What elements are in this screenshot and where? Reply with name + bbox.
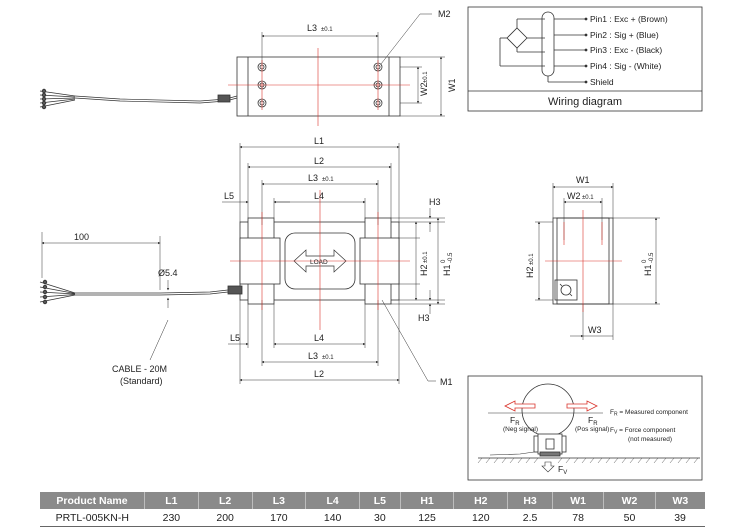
pin1-label: Pin1 : Exc + (Brown)	[590, 14, 668, 24]
front-l3-label: L3	[308, 173, 318, 183]
front-view	[39, 143, 445, 384]
fr-neg-symbol: FR	[510, 415, 520, 427]
front-l3-tol: ±0.1	[322, 177, 334, 183]
cell-w2: 50	[603, 509, 656, 527]
cell-l2: 200	[198, 509, 252, 527]
top-l3-label: L3	[307, 23, 317, 33]
front-l1-label: L1	[314, 136, 324, 146]
cell-w3: 39	[655, 509, 705, 527]
front-l5-label: L5	[224, 191, 234, 201]
front-h3-bottom-label: H3	[418, 313, 430, 323]
side-w2-label: W2	[567, 191, 581, 201]
cell-l3: 170	[252, 509, 306, 527]
cell-l4: 140	[305, 509, 360, 527]
pos-signal-label: (Pos signal)	[575, 426, 609, 433]
cable-note-2: (Standard)	[120, 376, 163, 386]
cable-diameter-label: Ø5.4	[158, 268, 178, 278]
header-w2: W2	[603, 492, 656, 509]
side-h1-tol-top: 0	[642, 259, 648, 263]
side-view-centerlines	[545, 210, 622, 312]
pin4-label: Pin4 : Sig - (White)	[590, 61, 661, 71]
fr-pos-symbol: FR	[588, 415, 598, 427]
fv-symbol: FV	[558, 464, 567, 476]
front-l3-bottom-label: L3	[308, 351, 318, 361]
header-h1: H1	[400, 492, 455, 509]
front-h1-label: H1	[442, 264, 452, 276]
legend-fv: FV = Force component	[610, 427, 676, 436]
side-h1-tol-bot: -0.5	[649, 252, 655, 263]
wiring-title: Wiring diagram	[548, 96, 622, 108]
m2-label: M2	[438, 9, 451, 19]
cell-h3: 2.5	[507, 509, 553, 527]
front-h2-tol: ±0.1	[423, 251, 429, 263]
ground-hatch	[477, 457, 699, 464]
wiring-diagram	[467, 6, 703, 112]
load-label: LOAD	[310, 259, 328, 266]
header-w3: W3	[655, 492, 705, 509]
side-h2-label: H2	[525, 266, 535, 278]
front-l3-bottom-tol: ±0.1	[322, 355, 334, 361]
side-w3-label: W3	[588, 325, 602, 335]
front-h1-tol-top: 0	[441, 259, 447, 263]
side-h1-label: H1	[643, 264, 653, 276]
cell-l5: 30	[359, 509, 401, 527]
side-w2-tol: ±0.1	[582, 195, 594, 201]
legend-fv-note: (not measured)	[628, 436, 672, 443]
cell-w1: 78	[552, 509, 604, 527]
cable-note-1: CABLE - 20M	[112, 364, 167, 374]
front-h2-label: H2	[419, 264, 429, 276]
header-h2: H2	[453, 492, 509, 509]
cell-h1: 125	[400, 509, 454, 527]
top-w1-label: W1	[447, 79, 457, 93]
shield-label: Shield	[590, 77, 614, 87]
top-w2-label: W2	[419, 83, 429, 97]
top-w2-tol: ±0.1	[423, 71, 429, 83]
legend-fr: FR = Measured component	[610, 409, 688, 418]
side-w1-label: W1	[576, 175, 590, 185]
neg-signal-label: (Neg signal)	[503, 426, 538, 433]
m1-label: M1	[440, 377, 453, 387]
cell-h2: 120	[453, 509, 508, 527]
wiring-dots	[584, 17, 588, 84]
header-l5: L5	[359, 492, 401, 509]
cell-product-name: PRTL-005KN-H	[40, 509, 145, 527]
front-h1-tol-bot: -0.5	[448, 252, 454, 263]
cable-length-label: 100	[74, 232, 89, 242]
front-view-centerlines	[230, 190, 410, 330]
spec-table: Product Name L1 L2 L3 L4 L5 H1 H2 H3 W1 …	[40, 492, 705, 527]
pin2-label: Pin2 : Sig + (Blue)	[590, 30, 659, 40]
top-view	[39, 13, 445, 117]
front-l4-bottom-label: L4	[314, 333, 324, 343]
header-l1: L1	[144, 492, 199, 509]
header-l4: L4	[305, 492, 360, 509]
front-l5-bottom-label: L5	[230, 333, 240, 343]
header-product-name: Product Name	[40, 492, 145, 509]
front-h3-top-label: H3	[429, 197, 441, 207]
force-diagram	[467, 375, 703, 481]
front-l4-label: L4	[314, 191, 324, 201]
top-l3-tol: ±0.1	[321, 27, 333, 33]
cell-l1: 230	[144, 509, 199, 527]
header-w1: W1	[552, 492, 605, 509]
front-l2-bottom-label: L2	[314, 369, 324, 379]
header-l3: L3	[252, 492, 307, 509]
pin3-label: Pin3 : Exc - (Black)	[590, 45, 662, 55]
table-row: PRTL-005KN-H 230 200 170 140 30 125 120 …	[40, 509, 705, 527]
header-h3: H3	[507, 492, 553, 509]
side-h2-tol: ±0.1	[529, 253, 535, 265]
front-l2-label: L2	[314, 156, 324, 166]
spec-table-header: Product Name L1 L2 L3 L4 L5 H1 H2 H3 W1 …	[40, 492, 705, 509]
header-l2: L2	[198, 492, 253, 509]
top-view-centerlines	[228, 48, 410, 126]
